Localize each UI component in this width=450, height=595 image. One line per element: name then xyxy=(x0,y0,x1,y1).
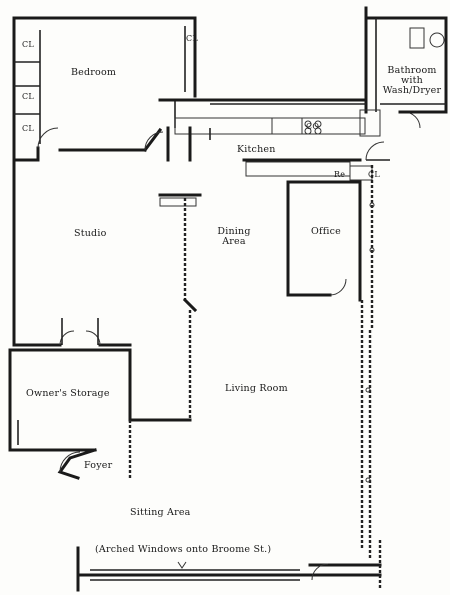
studio-label: Studio xyxy=(74,228,107,239)
bedroom-label: Bedroom xyxy=(71,67,117,78)
windows-note: (Arched Windows onto Broome St.) xyxy=(95,544,272,555)
kitchen-walls xyxy=(158,98,390,181)
dining-label-line1: Dining xyxy=(217,226,251,237)
dining-label: Dining Area xyxy=(212,227,256,247)
bathroom-label-line1: Bathroom xyxy=(387,65,437,76)
closet-label-4: CL xyxy=(186,34,198,43)
owners-storage-label: Owner's Storage xyxy=(26,388,110,399)
kitchen-label: Kitchen xyxy=(237,144,276,155)
foyer-walls xyxy=(57,420,132,480)
bathroom-walls xyxy=(364,6,448,129)
bathroom-label-line3: Wash/Dryer xyxy=(382,85,442,96)
right-exterior-wall xyxy=(360,165,375,560)
foyer-label: Foyer xyxy=(84,460,113,471)
dining-label-line2: Area xyxy=(222,236,246,247)
office-walls xyxy=(286,180,362,302)
kitchen-closet-label: CL xyxy=(368,170,380,179)
bottom-wall xyxy=(76,540,382,592)
cooktop-label: CO xyxy=(306,122,320,131)
bathroom-label-line2: with xyxy=(401,75,423,86)
storage-walls xyxy=(8,348,192,452)
closet-label-2: CL xyxy=(22,92,34,101)
studio-walls xyxy=(12,158,132,347)
dining-partition xyxy=(158,193,202,420)
living-room-label: Living Room xyxy=(225,383,288,394)
closet-label-3: CL xyxy=(22,124,34,133)
office-label: Office xyxy=(311,226,342,237)
closet-label-1: CL xyxy=(22,40,34,49)
bathroom-label: Bathroom with Wash/Dryer xyxy=(380,66,444,96)
refrigerator-label: Re xyxy=(334,170,346,179)
sitting-area-label: Sitting Area xyxy=(130,507,191,518)
